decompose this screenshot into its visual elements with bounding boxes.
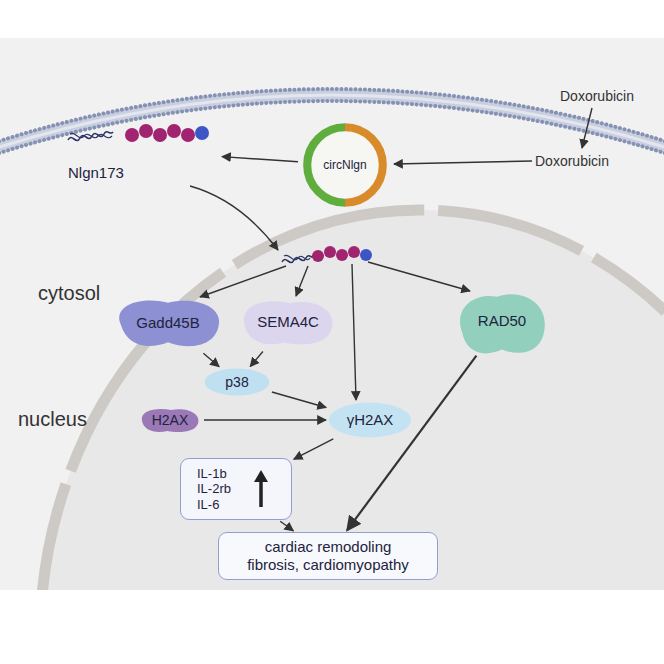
- cytokine-box: IL-1b IL-2rb IL-6: [180, 458, 292, 520]
- nucleus-interior: [40, 210, 664, 590]
- nuclear-envelope: [40, 210, 664, 590]
- protein-blob: SEMA4C: [238, 294, 338, 350]
- drug-label: Doxorubicin: [560, 88, 634, 104]
- pathway-arrow: [203, 353, 219, 366]
- nuclear-nlgn173-chain: [282, 246, 372, 263]
- protein-blob: RAD50: [452, 288, 552, 354]
- protein-ellipse: γH2AX: [328, 402, 412, 438]
- pathway-arrow: [204, 419, 326, 420]
- region-label: nucleus: [18, 408, 87, 431]
- node-label: Gadd45B: [136, 314, 199, 332]
- protein-blob: Gadd45B: [112, 294, 224, 352]
- node-label: RAD50: [478, 312, 526, 330]
- protein-ellipse: p38: [204, 368, 270, 396]
- pathway-arrow: [222, 157, 298, 162]
- node-label: cardiac remodoling fibrosis, cardiomyopa…: [239, 538, 417, 574]
- node-label: Nlgn173: [68, 164, 124, 182]
- circrna-ring: circNlgn: [300, 120, 390, 210]
- pathway-arrows: [190, 108, 592, 400]
- pathway-arrow: [280, 521, 293, 531]
- pathway-arrow: [272, 392, 326, 408]
- pathway-arrow: [347, 356, 476, 531]
- node-label: γH2AX: [347, 411, 394, 429]
- pathway-arrow: [294, 439, 334, 459]
- outcome-box: cardiac remodoling fibrosis, cardiomyopa…: [218, 532, 438, 580]
- increase-arrow: [253, 469, 269, 509]
- region-label: cytosol: [38, 282, 100, 305]
- node-label: SEMA4C: [257, 313, 319, 331]
- pathway-arrow: [250, 352, 263, 367]
- protein-blob: H2AX: [138, 405, 202, 435]
- node-label: circNlgn: [323, 158, 366, 172]
- drug-label: Doxorubicin: [535, 153, 609, 169]
- protein-chain: Nlgn173: [60, 118, 220, 184]
- node-label: IL-1b IL-2rb IL-6: [197, 466, 245, 513]
- protein-chain-drawing: [60, 122, 220, 148]
- node-label: p38: [225, 374, 248, 391]
- node-label: H2AX: [152, 412, 189, 429]
